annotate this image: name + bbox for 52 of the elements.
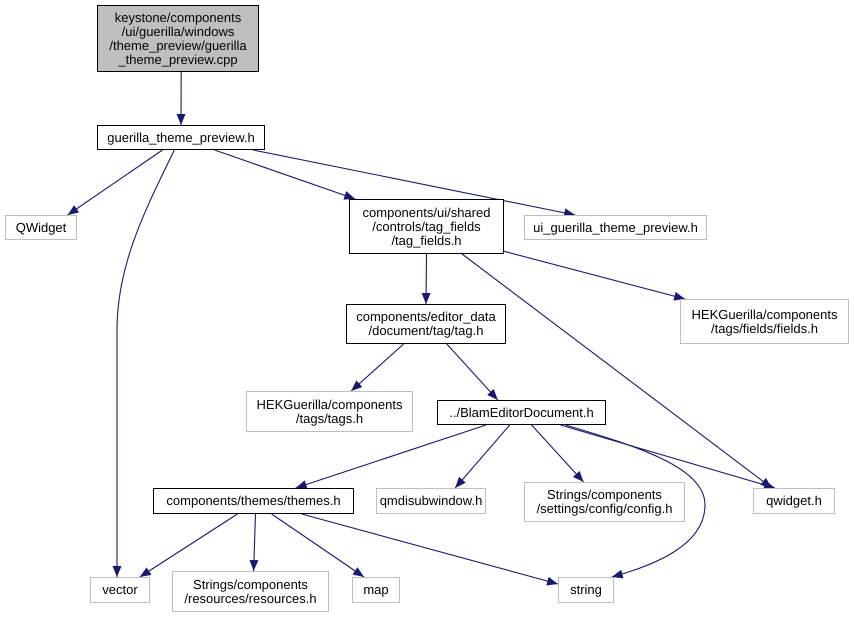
file-name: map bbox=[363, 583, 389, 597]
file-box bbox=[437, 400, 606, 425]
file-name: guerilla_theme_preview.h bbox=[107, 130, 255, 144]
file-name: ui_guerilla_theme_preview.h bbox=[533, 220, 698, 234]
arrow bbox=[249, 514, 258, 572]
arrow bbox=[504, 250, 686, 301]
file-box bbox=[376, 488, 486, 514]
arrow bbox=[214, 149, 356, 200]
arrow bbox=[67, 150, 163, 216]
arrow bbox=[176, 72, 186, 125]
file-box bbox=[153, 488, 354, 514]
file-name: Strings/components /settings/config/config.h bbox=[536, 488, 672, 516]
arrow bbox=[560, 424, 776, 490]
arrow bbox=[350, 344, 404, 392]
arrow bbox=[296, 424, 486, 489]
file-box bbox=[97, 125, 265, 150]
file-name: HEKGuerilla/components /tags/tags.h bbox=[256, 398, 402, 426]
arrow bbox=[565, 424, 706, 578]
file-name: HEKGuerilla/components /tags/fields/fields.h bbox=[692, 308, 838, 336]
file-name: components/ui/shared /controls/tag_fields /tag_fields.h bbox=[362, 206, 490, 248]
file-name: string bbox=[570, 583, 602, 597]
file-box bbox=[349, 199, 504, 254]
arrow bbox=[140, 514, 238, 578]
arrow bbox=[253, 149, 576, 218]
arrow bbox=[302, 513, 558, 586]
arrow bbox=[422, 254, 431, 304]
arrow bbox=[446, 344, 498, 400]
file-name: QWidget bbox=[16, 220, 66, 234]
file-name: components/themes/themes.h bbox=[166, 494, 341, 508]
file-box bbox=[346, 304, 506, 344]
file-box bbox=[558, 577, 614, 603]
file-name: components/editor_data /document/tag/tag.h bbox=[356, 310, 496, 338]
file-name: qwidget.h bbox=[766, 494, 822, 508]
file-box bbox=[5, 215, 77, 240]
file-box bbox=[90, 577, 150, 603]
arrow bbox=[531, 424, 584, 482]
file-box bbox=[524, 215, 707, 240]
file-name: keystone/components /ui/guerilla/windows /theme_preview/guerilla _theme_preview.cpp bbox=[109, 10, 247, 66]
file-box bbox=[246, 391, 413, 432]
file-box bbox=[97, 5, 259, 72]
arrow bbox=[271, 514, 364, 578]
file-name: vector bbox=[102, 583, 138, 597]
arrow bbox=[454, 424, 510, 488]
file-name: qmdisubwindow.h bbox=[380, 494, 482, 508]
file-box bbox=[352, 577, 400, 603]
file-box bbox=[524, 482, 685, 522]
arrow bbox=[112, 150, 175, 577]
file-name: ../BlamEditorDocument.h bbox=[449, 406, 594, 420]
file-box bbox=[172, 571, 329, 612]
file-name: Strings/components /resources/resources.h bbox=[184, 578, 317, 606]
file-box bbox=[680, 299, 849, 344]
file-box bbox=[753, 488, 835, 514]
